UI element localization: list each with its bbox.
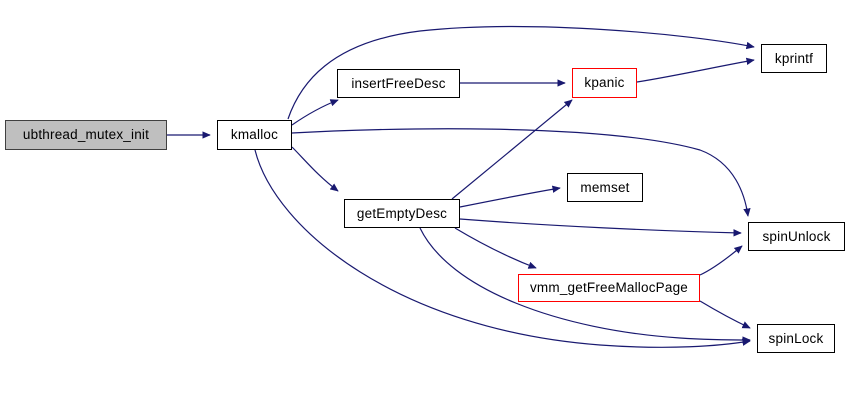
edge-kpanic-kprintf [636,57,755,83]
edge-vmm_getFreeMallocPage-spinLock [699,300,751,329]
node-label: spinUnlock [762,228,831,244]
node-spinLock[interactable]: spinLock [757,324,835,353]
node-label: memset [580,179,630,195]
edge-getEmptyDesc-spinUnlock [459,218,742,237]
node-spinUnlock[interactable]: spinUnlock [748,222,845,251]
edge-getEmptyDesc-spinLock [419,227,751,344]
edge-kmalloc-getEmptyDesc [291,146,339,192]
node-label: kmalloc [230,127,279,143]
node-kprintf[interactable]: kprintf [761,44,827,73]
node-insertFreeDesc[interactable]: insertFreeDesc [337,69,460,98]
edge-kmalloc-insertFreeDesc [291,99,339,126]
node-ubthread_mutex_init[interactable]: ubthread_mutex_init [5,120,167,150]
edge-getEmptyDesc-kpanic [451,99,573,200]
edge-vmm_getFreeMallocPage-spinUnlock [699,245,743,276]
node-label: vmm_getFreeMallocPage [529,280,688,296]
edge-getEmptyDesc-vmm_getFreeMallocPage [454,227,537,269]
node-label: ubthread_mutex_init [22,127,150,143]
node-kpanic[interactable]: kpanic [572,68,637,98]
edge-kmalloc-spinLock [254,149,751,348]
node-label: spinLock [768,330,824,346]
node-vmm_getFreeMallocPage[interactable]: vmm_getFreeMallocPage [518,274,700,302]
edge-kmalloc-spinUnlock [291,128,751,217]
node-kmalloc[interactable]: kmalloc [217,120,292,150]
node-label: insertFreeDesc [351,75,446,91]
node-label: kpanic [584,75,625,91]
node-memset[interactable]: memset [567,173,643,202]
edge-kmalloc-kprintf [287,26,755,120]
node-getEmptyDesc[interactable]: getEmptyDesc [344,199,460,228]
node-label: kprintf [774,50,814,66]
edge-getEmptyDesc-memset [459,185,561,208]
node-label: getEmptyDesc [356,205,448,221]
